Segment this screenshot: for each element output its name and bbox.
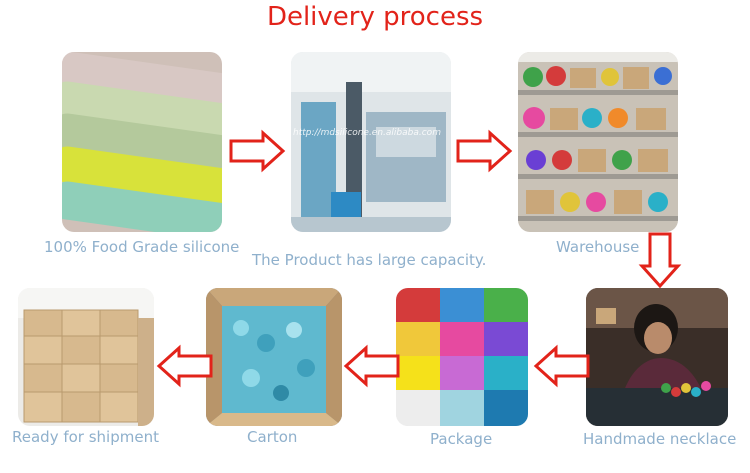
silicone-rolls-photo [62,52,222,232]
handmade-necklace-photo [586,288,728,426]
step-caption-capacity: The Product has large capacity. [252,251,487,269]
step-caption-package: Package [430,430,493,448]
left-arrow-icon [156,344,213,388]
step-caption-necklace: Handmade necklace [583,430,737,448]
down-arrow-icon [638,232,682,289]
step-caption-warehouse: Warehouse [556,238,640,256]
factory-machine-photo: http://mdsilicone.en.alibaba.com [291,52,451,232]
right-arrow-icon [456,129,513,173]
watermark-text: http://mdsilicone.en.alibaba.com [293,128,441,138]
step-caption-silicone: 100% Food Grade silicone [44,238,240,256]
left-arrow-icon [343,344,400,388]
right-arrow-icon [229,129,286,173]
step-caption-shipment: Ready for shipment [12,428,159,446]
package-photo [396,288,528,426]
carton-photo [206,288,342,426]
shipment-boxes-photo [18,288,154,426]
step-caption-carton: Carton [247,428,298,446]
page-title: Delivery process [266,2,484,32]
left-arrow-icon [533,344,590,388]
warehouse-photo [518,52,678,232]
